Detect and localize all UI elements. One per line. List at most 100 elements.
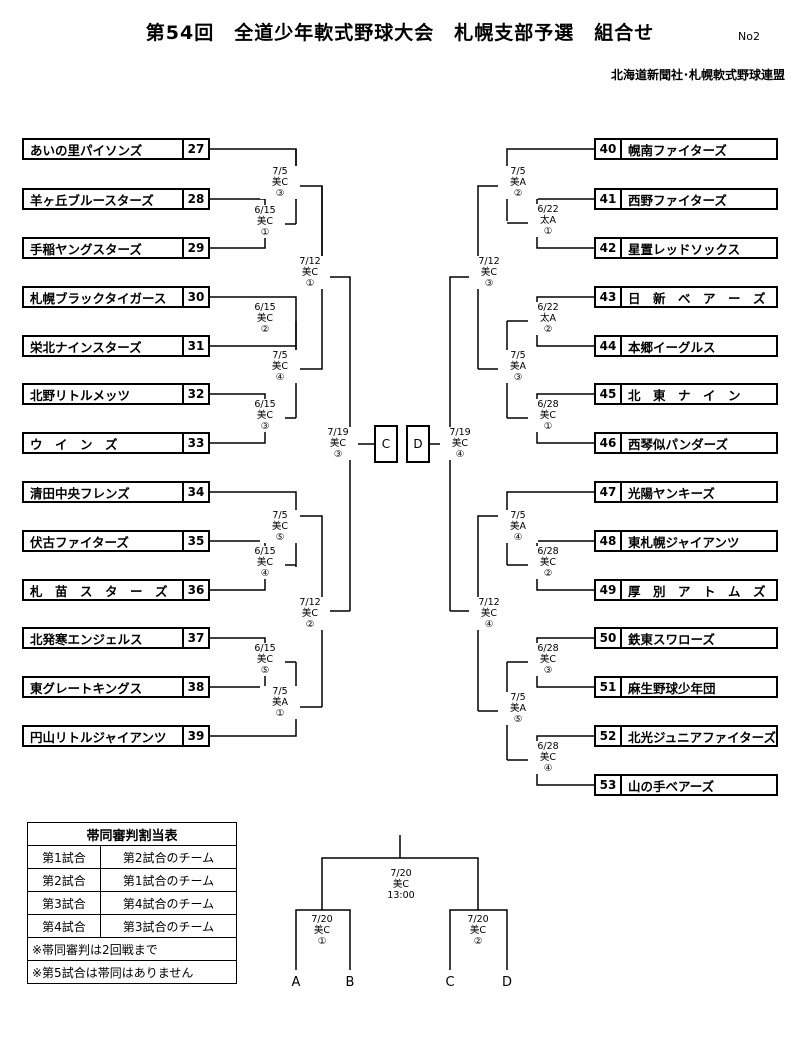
match-date: 6/22 (537, 302, 559, 313)
team-name: 山の手ベアーズ (628, 778, 715, 794)
match-game: ③ (484, 278, 494, 289)
team-name: 北発寒エンジェルス (30, 631, 143, 647)
team-name: 東グレートキングス (30, 680, 143, 696)
match-date: 7/19 (327, 427, 349, 438)
match-game: ② (260, 324, 270, 335)
team-number: 33 (182, 434, 208, 452)
organizer: 北海道新聞社･札幌軟式野球連盟 (610, 68, 785, 82)
team-number: 51 (596, 678, 622, 696)
match-venue: 美C (301, 608, 319, 619)
page-title: 第54回 全道少年軟式野球大会 札幌支部予選 組合せ (145, 22, 655, 44)
match-venue: 美C (256, 557, 274, 568)
match-date: 6/28 (537, 643, 559, 654)
team-number: 34 (182, 483, 208, 501)
match-game: ③ (275, 188, 285, 199)
match-venue: 美C (256, 216, 274, 227)
team-name: 西琴似パンダーズ (628, 436, 729, 452)
team-name: 日 新 ベ ア ー ズ (628, 290, 766, 306)
table-cell: 第1試合 (27, 845, 101, 869)
match-date: 7/5 (272, 350, 288, 361)
match-date: 6/15 (254, 399, 276, 410)
team-name: 星置レッドソックス (628, 241, 741, 257)
team-number: 36 (182, 581, 208, 599)
slot-letter-c: C (445, 975, 455, 990)
team-34: 清田中央フレンズ 34 (22, 481, 210, 503)
match-game: ① (260, 227, 270, 238)
match-date: 6/15 (254, 205, 276, 216)
team-36: 札 苗 ス タ ー ズ 36 (22, 579, 210, 601)
match-game: ④ (513, 532, 523, 543)
match-game: ① (317, 936, 327, 947)
team-name: 札幌ブラックタイガース (30, 290, 167, 306)
team-number: 40 (596, 140, 622, 158)
team-number: 31 (182, 337, 208, 355)
match-date: 7/5 (272, 166, 288, 177)
document-number: No2 (738, 30, 760, 43)
team-name: 清田中央フレンズ (30, 485, 130, 501)
match-date: 6/28 (537, 546, 559, 557)
team-number: 44 (596, 337, 622, 355)
match-venue: 美A (510, 361, 526, 372)
team-number: 29 (182, 239, 208, 257)
match-venue: 美C (271, 361, 289, 372)
match-venue: 美C (271, 521, 289, 532)
match-date: 7/5 (272, 510, 288, 521)
team-name: 栄北ナインスターズ (30, 339, 142, 355)
team-number: 48 (596, 532, 622, 550)
team-31: 栄北ナインスターズ 31 (22, 335, 210, 357)
slot-letter-d: D (501, 975, 512, 990)
match-venue: 美C (451, 438, 469, 449)
team-number: 39 (182, 727, 208, 745)
table-cell: 第2試合 (27, 868, 101, 892)
referee-assignment-table: 帯同審判割当表 第1試合第2試合のチーム 第2試合第1試合のチーム 第3試合第4… (27, 822, 237, 984)
team-name: 幌南ファイターズ (628, 142, 727, 158)
match-game: ④ (260, 568, 270, 579)
match-game: ③ (260, 421, 270, 432)
match-date: 6/15 (254, 302, 276, 313)
table-cell: 第3試合のチーム (100, 914, 237, 938)
match-date: 6/28 (537, 741, 559, 752)
team-name: 鉄東スワローズ (628, 631, 715, 647)
table-row: 第2試合第1試合のチーム (27, 868, 237, 892)
match-date: 7/12 (299, 256, 321, 267)
table-cell: 第3試合 (27, 891, 101, 915)
table-row: 第4試合第3試合のチーム (27, 914, 237, 938)
team-name: 麻生野球少年団 (628, 680, 716, 696)
match-venue: 美A (272, 697, 288, 708)
match-venue: 美C (539, 410, 557, 421)
match-game: ③ (543, 665, 553, 676)
match-venue: 美C (271, 177, 289, 188)
team-40: 40 幌南ファイターズ (594, 138, 778, 160)
team-name: 円山リトルジャイアンツ (30, 729, 167, 745)
match-date: 7/19 (449, 427, 471, 438)
table-cell: 第4試合 (27, 914, 101, 938)
match-date: 7/20 (390, 868, 412, 879)
match-venue: 美A (510, 521, 526, 532)
team-name: 札 苗 ス タ ー ズ (30, 583, 168, 599)
table-cell: 第4試合のチーム (100, 891, 237, 915)
match-venue: 美C (480, 267, 498, 278)
match-date: 6/28 (537, 399, 559, 410)
match-game: ③ (513, 372, 523, 383)
